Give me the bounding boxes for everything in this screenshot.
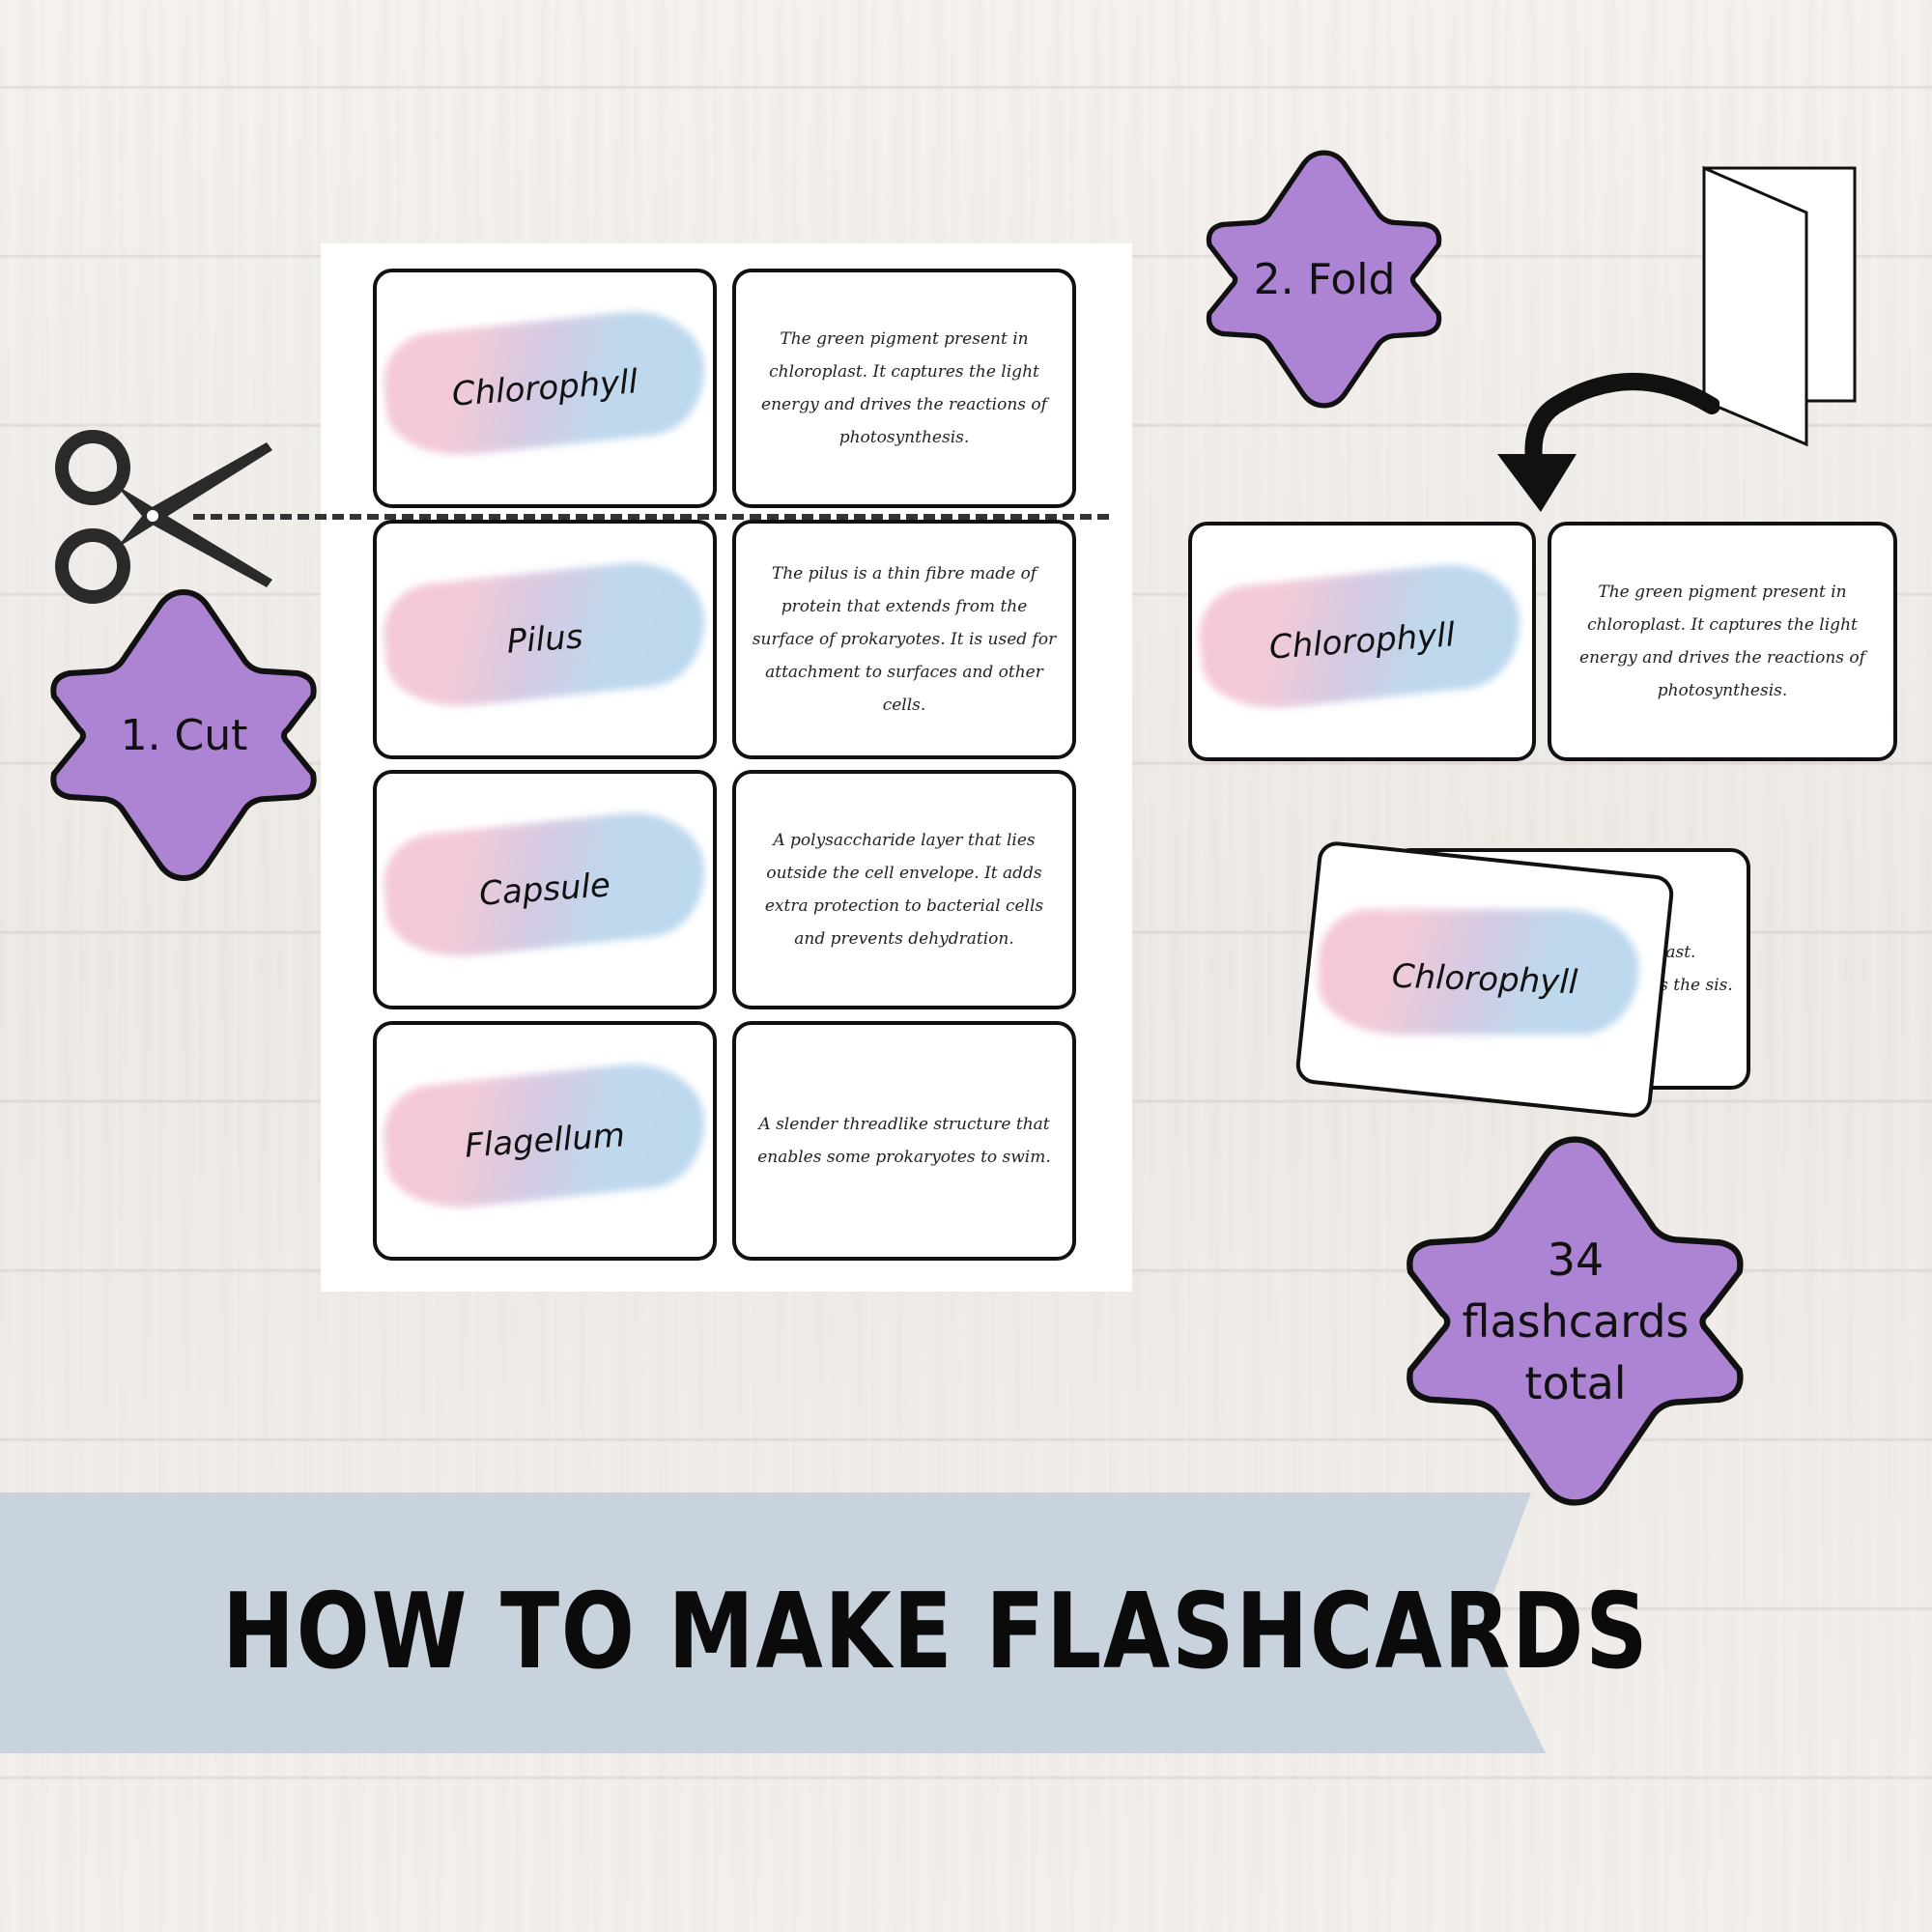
- card-definition: A slender threadlike structure that enab…: [757, 1115, 1051, 1167]
- card-term: Pilus: [505, 617, 584, 662]
- title-banner: [0, 1492, 1546, 1753]
- folded-example-term-card: Chlorophyll: [1188, 522, 1536, 761]
- card-definition: The green pigment present in chloroplast…: [1579, 582, 1865, 700]
- printable-sheet: Chlorophyll The green pigment present in…: [321, 243, 1132, 1292]
- card-term: Chlorophyll: [450, 362, 639, 414]
- term-card-flagellum: Flagellum: [373, 1021, 717, 1261]
- card-term: Flagellum: [463, 1116, 627, 1166]
- term-card-pilus: Pilus: [373, 520, 717, 759]
- scissors-icon: [55, 430, 272, 604]
- total-count: 34: [1547, 1233, 1605, 1286]
- step-cut-badge: 1. Cut: [46, 584, 322, 886]
- folded-paper-icon: [1702, 165, 1857, 447]
- card-definition: A polysaccharide layer that lies outside…: [764, 831, 1044, 949]
- card-definition: The green pigment present in chloroplast…: [761, 329, 1047, 447]
- card-term: Chlorophyll: [1391, 956, 1578, 1003]
- total-label-line2: flashcards: [1462, 1294, 1690, 1348]
- curved-arrow-icon: [1497, 373, 1719, 512]
- definition-card-pilus: The pilus is a thin fibre made of protei…: [732, 520, 1076, 759]
- term-card-capsule: Capsule: [373, 770, 717, 1009]
- term-card-chlorophyll: Chlorophyll: [373, 269, 717, 508]
- step-cut-label: 1. Cut: [120, 710, 248, 760]
- stack-front-card: Chlorophyll: [1293, 839, 1676, 1120]
- step-fold-label: 2. Fold: [1253, 254, 1396, 304]
- definition-card-chlorophyll: The green pigment present in chloroplast…: [732, 269, 1076, 508]
- definition-card-capsule: A polysaccharide layer that lies outside…: [732, 770, 1076, 1009]
- page-title: HOW TO MAKE FLASHCARDS: [222, 1572, 1650, 1692]
- total-label-line3: total: [1524, 1356, 1627, 1409]
- cut-line: [193, 514, 1109, 520]
- folded-example-definition-card: The green pigment present in chloroplast…: [1548, 522, 1897, 761]
- definition-card-flagellum: A slender threadlike structure that enab…: [732, 1021, 1076, 1261]
- step-fold-badge: 2. Fold: [1203, 145, 1446, 413]
- card-term: Chlorophyll: [1267, 615, 1457, 668]
- card-definition: The pilus is a thin fibre made of protei…: [752, 564, 1057, 715]
- card-term: Capsule: [477, 866, 612, 914]
- total-flashcards-badge: 34 flashcards total: [1401, 1125, 1750, 1517]
